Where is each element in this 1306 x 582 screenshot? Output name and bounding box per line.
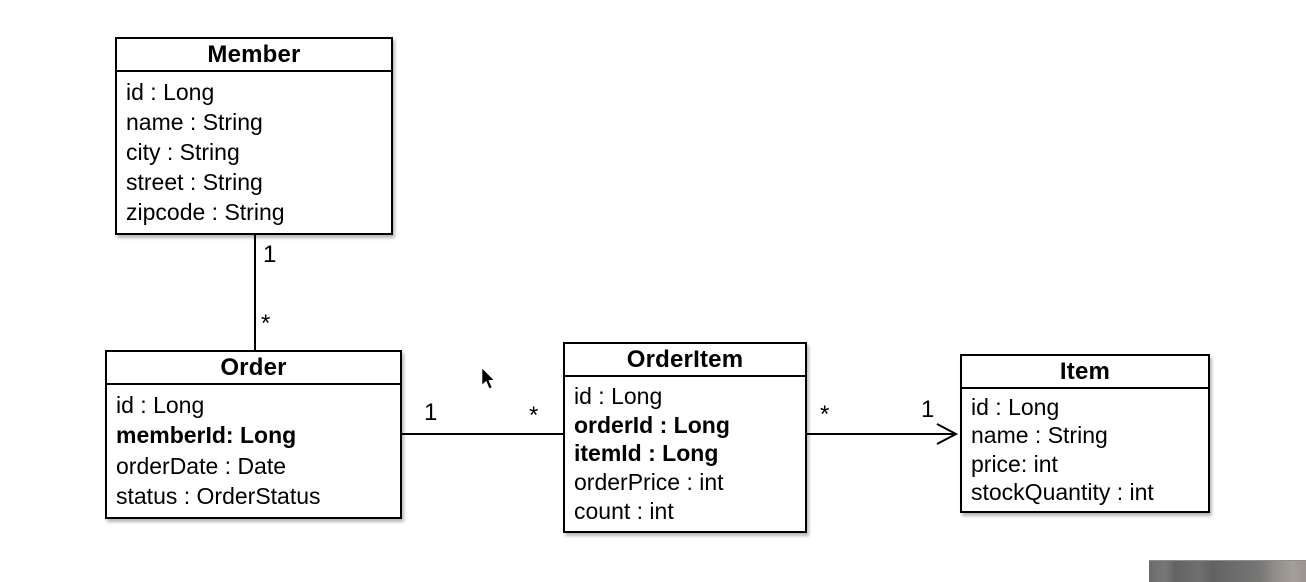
- arrowhead-icon: [936, 423, 959, 445]
- attribute-row: price: int: [971, 450, 1058, 477]
- attribute-row: count : int: [574, 498, 674, 525]
- class-attributes-orderitem: id : Long orderId : Long itemId : Long o…: [565, 377, 805, 531]
- class-title-item: Item: [962, 356, 1208, 389]
- attribute-row-fk: memberId: Long: [116, 422, 297, 449]
- multiplicity-item-side: 1: [921, 396, 935, 423]
- webcam-overlay-fragment: [1149, 560, 1306, 582]
- attribute-row: name : String: [971, 422, 1108, 449]
- class-title-order: Order: [107, 352, 400, 385]
- attribute-row: id : Long: [574, 382, 663, 409]
- multiplicity-order-side-of-member: *: [261, 310, 271, 337]
- attribute-row: orderDate : Date: [116, 452, 287, 479]
- attribute-row-fk: itemId : Long: [574, 440, 719, 467]
- class-box-orderitem: OrderItem id : Long orderId : Long itemI…: [563, 342, 807, 533]
- class-attributes-member: id : Long name : String city : String st…: [117, 72, 391, 233]
- multiplicity-orderitem-side: *: [820, 401, 830, 428]
- class-box-member: Member id : Long name : String city : St…: [115, 37, 393, 235]
- attribute-row: status : OrderStatus: [116, 482, 321, 509]
- multiplicity-member-side: 1: [263, 241, 277, 268]
- mouse-cursor-icon: [481, 368, 495, 389]
- multiplicity-order-side: 1: [424, 399, 438, 426]
- class-attributes-order: id : Long memberId: Long orderDate : Dat…: [107, 385, 400, 517]
- class-box-item: Item id : Long name : String price: int …: [960, 354, 1210, 513]
- attribute-row-fk: orderId : Long: [574, 411, 730, 438]
- attribute-row: id : Long: [116, 392, 205, 419]
- attribute-row: zipcode : String: [126, 199, 285, 225]
- attribute-row: stockQuantity : int: [971, 478, 1154, 505]
- class-title-member: Member: [117, 39, 391, 72]
- class-title-orderitem: OrderItem: [565, 344, 805, 377]
- class-attributes-item: id : Long name : String price: int stock…: [962, 389, 1208, 511]
- attribute-row: city : String: [126, 139, 240, 165]
- attribute-row: name : String: [126, 109, 263, 135]
- attribute-row: id : Long: [126, 79, 215, 105]
- attribute-row: id : Long: [971, 394, 1060, 421]
- attribute-row: orderPrice : int: [574, 469, 724, 496]
- attribute-row: street : String: [126, 169, 263, 195]
- class-box-order: Order id : Long memberId: Long orderDate…: [105, 350, 402, 519]
- multiplicity-orderitem-side-of-order: *: [529, 402, 539, 429]
